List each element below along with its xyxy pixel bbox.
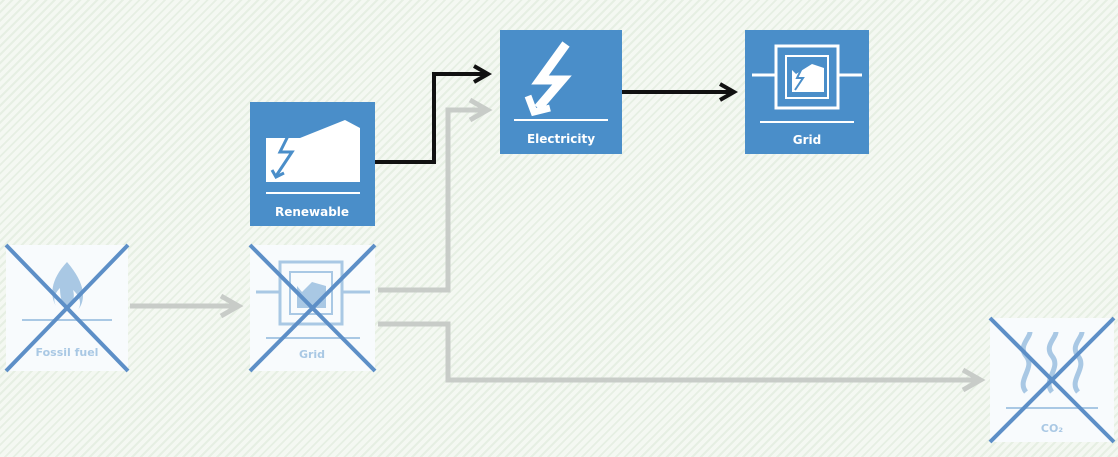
lightning-icon <box>524 41 572 117</box>
node-grid-old: Grid <box>248 243 377 373</box>
edge-grid-to-co2 <box>378 321 986 393</box>
cross-out-mark <box>4 243 130 373</box>
node-co2: CO₂ <box>988 316 1116 444</box>
cross-out-mark <box>988 316 1116 444</box>
node-grid-new: Grid <box>745 30 869 154</box>
edge-renewable-to-electricity <box>375 64 493 164</box>
renewable-factory-icon <box>266 120 360 182</box>
co2-label: CO₂ <box>1041 422 1063 435</box>
grid-old-label: Grid <box>299 348 325 361</box>
grid-new-label: Grid <box>793 133 821 147</box>
grid-icon <box>752 44 862 110</box>
node-renewable: Renewable <box>250 102 375 226</box>
cross-out-mark <box>248 243 377 373</box>
fossil-fuel-label: Fossil fuel <box>36 346 99 359</box>
flame-icon <box>52 262 84 310</box>
node-electricity: Electricity <box>500 30 622 154</box>
edge-grid-to-electricity <box>378 97 493 293</box>
renewable-label: Renewable <box>275 205 349 219</box>
electricity-label: Electricity <box>527 132 595 146</box>
node-fossil-fuel: Fossil fuel <box>4 243 130 373</box>
